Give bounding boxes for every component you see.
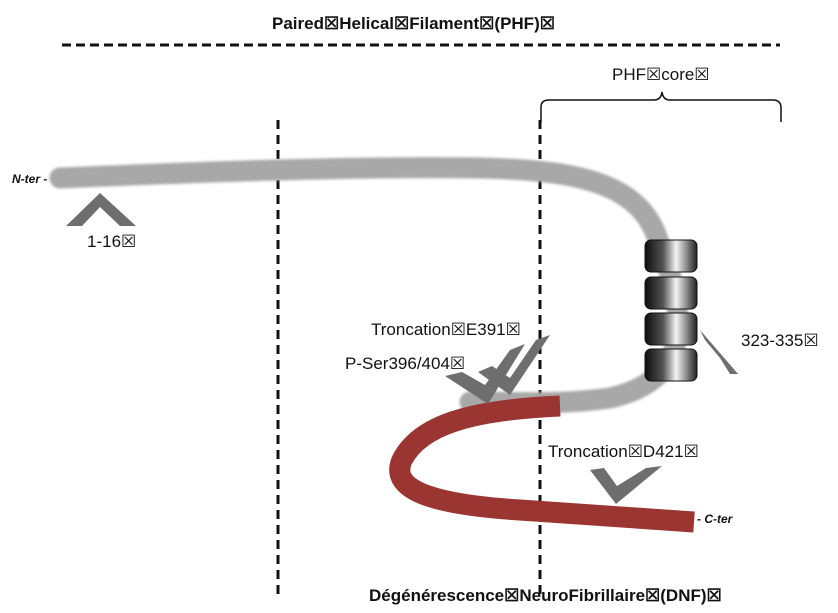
marker-1-16-icon: [66, 193, 136, 226]
truncated-chain-segment: [389, 395, 695, 533]
marker-d421-icon: [590, 466, 662, 504]
tau-chain: [49, 157, 689, 414]
phf-core-brace: [540, 91, 782, 122]
site-1-16-label: 1-16☒: [87, 232, 137, 251]
phf-core-label: PHF☒core☒: [612, 65, 710, 84]
header-title: Paired☒Helical☒Filament☒(PHF)☒: [272, 14, 555, 33]
marker-e391-icon: [445, 344, 525, 404]
marker-pser-icon: [478, 335, 550, 395]
core-block-1: [644, 239, 698, 273]
truncation-d421-label: Troncation☒D421☒: [548, 442, 699, 461]
core-block-2: [644, 276, 698, 310]
n-terminus-label: N-ter -: [12, 172, 48, 186]
site-323-335-label: 323-335☒: [741, 331, 819, 350]
c-terminus-label: - C-ter: [697, 512, 733, 526]
core-block-4: [644, 348, 698, 382]
footer-title: Dégénérescence☒NeuroFibrillaire☒(DNF)☒: [369, 586, 722, 605]
phospho-ser-label: P-Ser396/404☒: [345, 354, 466, 373]
marker-323-335-icon: [700, 297, 740, 374]
core-block-3: [644, 312, 698, 346]
truncation-e391-label: Troncation☒E391☒: [371, 320, 521, 339]
